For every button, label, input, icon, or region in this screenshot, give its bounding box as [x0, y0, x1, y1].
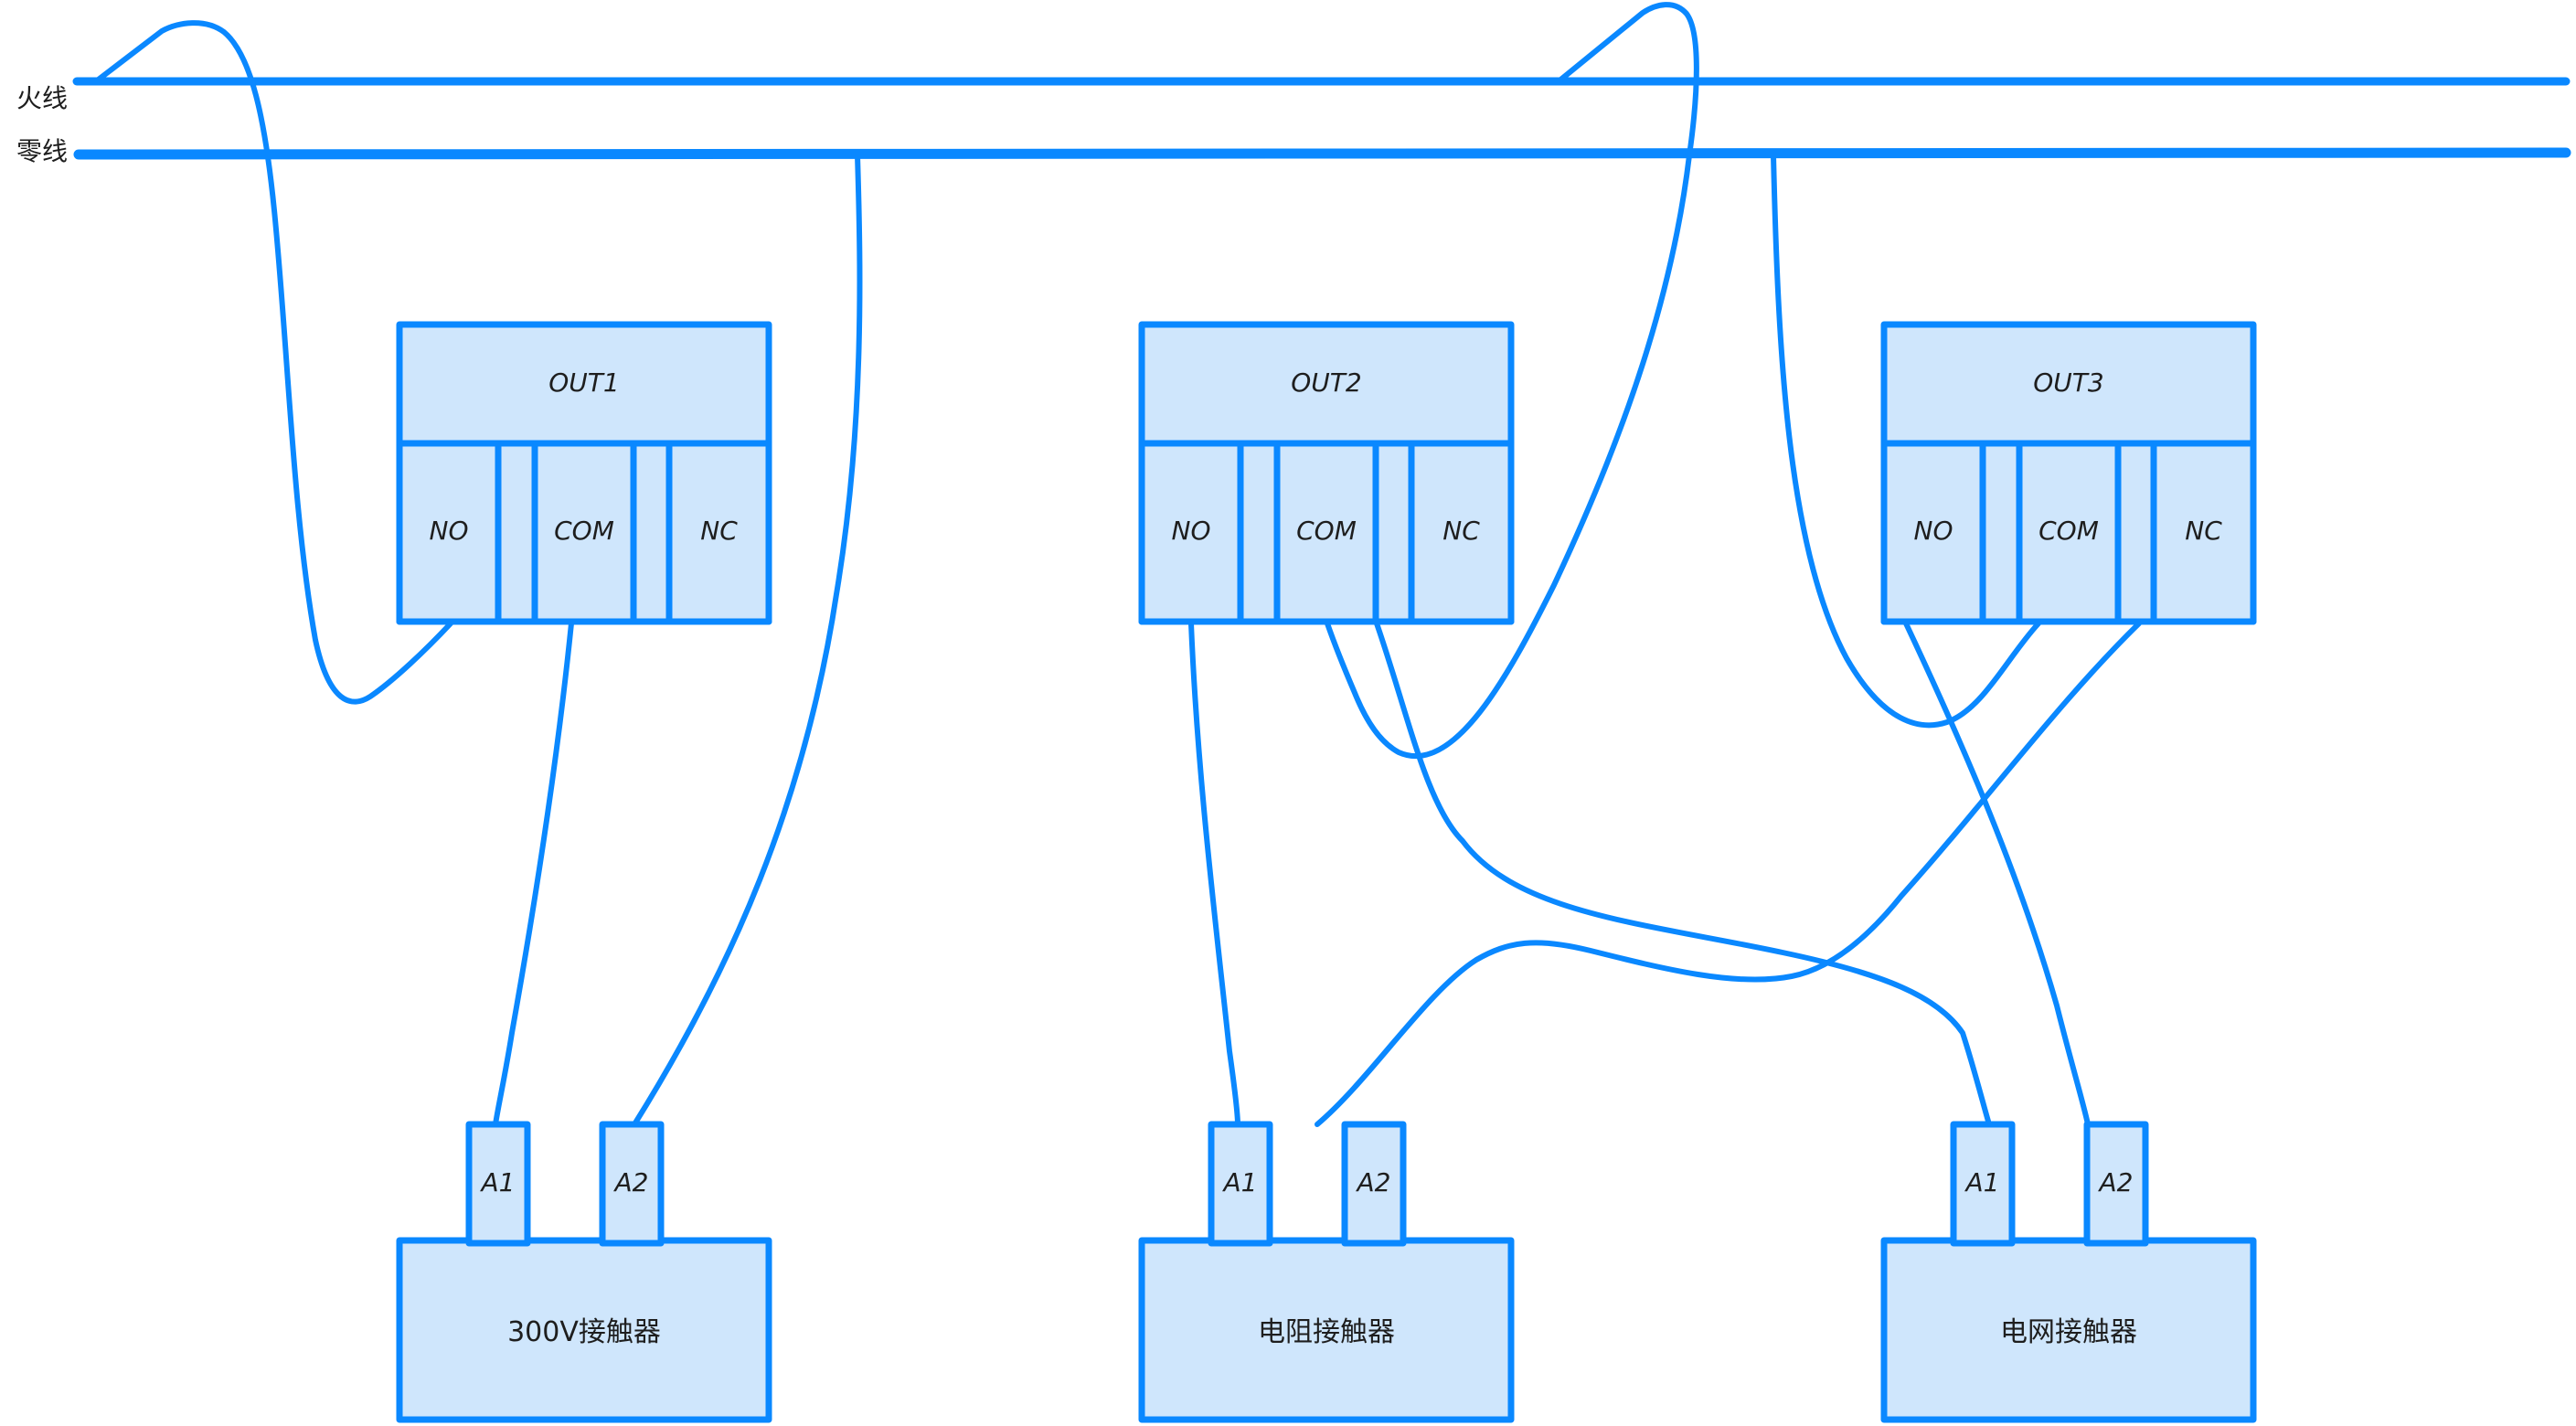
- terminal-nc[interactable]: [1408, 440, 1515, 625]
- contactor-body: [1880, 1237, 2257, 1423]
- contactor-body: [1138, 1237, 1515, 1423]
- coil-terminal-label: A1: [1964, 1167, 2000, 1197]
- terminal-no[interactable]: [1880, 440, 1986, 625]
- coil-terminal-label: A2: [1356, 1167, 1391, 1197]
- terminal-com[interactable]: [1273, 440, 1379, 625]
- coil-terminal-a2[interactable]: [2083, 1121, 2149, 1247]
- coil-terminal-a2[interactable]: [599, 1121, 665, 1247]
- terminal-label: NC: [700, 516, 738, 546]
- contactor-c2: 电阻接触器 A1 A2: [1138, 1121, 1515, 1423]
- wire-live-to-out2-com: [1325, 2, 1699, 760]
- relay-title: OUT3: [2033, 367, 2103, 398]
- coil-terminal-a1[interactable]: [465, 1121, 531, 1247]
- terminal-com[interactable]: [531, 440, 637, 625]
- contactor-label: 电阻接触器: [1258, 1316, 1395, 1348]
- terminal-label: NC: [2185, 516, 2222, 546]
- terminal-label: NO: [1914, 516, 1953, 546]
- live-bus-label: 火线: [16, 83, 68, 113]
- wires: [93, 2, 2142, 1127]
- terminal-label: COM: [1296, 516, 1357, 546]
- contactor-c3: 电网接触器 A1 A2: [1880, 1121, 2257, 1423]
- terminal-label: COM: [2038, 516, 2099, 546]
- contactor-body: [396, 1237, 772, 1423]
- terminal-label: NC: [1442, 516, 1480, 546]
- wire-neutral-to-c1-a2: [632, 153, 863, 1127]
- terminal-com[interactable]: [2016, 440, 2122, 625]
- relay-title: OUT2: [1291, 367, 1361, 398]
- contactor-c1: 300V接触器 A1 A2: [396, 1121, 772, 1423]
- terminal-no[interactable]: [1138, 440, 1244, 625]
- terminal-nc[interactable]: [665, 440, 772, 625]
- coil-terminal-label: A1: [480, 1167, 516, 1197]
- contactor-label: 电网接触器: [2000, 1316, 2137, 1348]
- relay-header: [1138, 321, 1515, 447]
- terminal-label: COM: [554, 516, 614, 546]
- wire-out2-nc-to-c3-a1: [1374, 621, 1992, 1127]
- coil-terminal-label: A2: [613, 1167, 649, 1197]
- terminal-label: NO: [430, 516, 469, 546]
- terminal-no[interactable]: [396, 440, 502, 625]
- neutral-bus-line: [73, 147, 2571, 160]
- coil-terminal-a2[interactable]: [1341, 1121, 1407, 1247]
- contactors: 300V接触器 A1 A2 电阻接触器 A1 A2 电网接触器 A1 A2: [396, 1121, 2257, 1423]
- coil-terminal-label: A2: [2098, 1167, 2134, 1197]
- coil-terminal-a1[interactable]: [1950, 1121, 2016, 1247]
- wire-neutral-to-out3-com: [1771, 153, 2041, 729]
- wire-live-to-out1-no: [93, 20, 453, 705]
- contactor-label: 300V接触器: [507, 1316, 661, 1348]
- relay-header: [396, 321, 772, 447]
- wire-out2-no-to-c2-a1: [1188, 621, 1240, 1127]
- terminal-nc[interactable]: [2150, 440, 2257, 625]
- wire-out3-nc-to-c2-a2: [1315, 621, 2142, 1127]
- wire-out1-com-to-c1-a1: [493, 621, 574, 1127]
- terminal-label: NO: [1172, 516, 1211, 546]
- bus-lines: 火线 零线: [16, 77, 2571, 166]
- relay-title: OUT1: [548, 367, 619, 398]
- neutral-bus-label: 零线: [16, 136, 68, 166]
- wire-out3-no-to-c3-a2: [1903, 621, 2091, 1127]
- coil-terminal-a1[interactable]: [1208, 1121, 1273, 1247]
- coil-terminal-label: A1: [1222, 1167, 1258, 1197]
